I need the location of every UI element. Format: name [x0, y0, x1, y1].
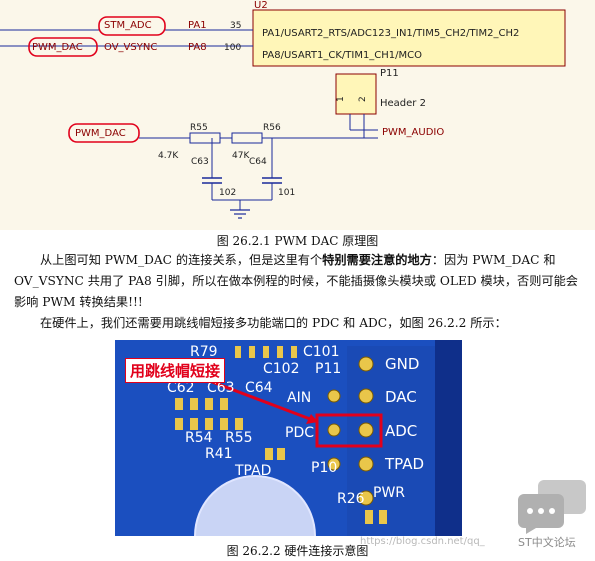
callout-arrow	[206, 378, 319, 424]
highlight-pwm-dac-top	[28, 37, 98, 57]
forum-chat-icon	[518, 480, 586, 534]
silk-r41: R41	[205, 446, 233, 462]
silk-p10: P10	[311, 460, 337, 476]
net-stm-adc: STM_ADC	[104, 20, 152, 31]
r55-ref: R55	[190, 123, 208, 133]
schematic-figure: U2 STM_ADC PA1 35 PA1/USART2_RTS/ADC123_…	[0, 0, 595, 230]
silk-r55: R55	[225, 430, 253, 446]
figure-caption-2: 图 26.2.2 硬件连接示意图	[226, 544, 369, 558]
silk-pwr: PWR	[373, 485, 405, 501]
silk-r79: R79	[190, 344, 218, 360]
silk-c101: C101	[303, 344, 340, 360]
net-ov-vsync: OV_VSYNC	[104, 42, 157, 53]
jumper-highlight-box	[315, 413, 383, 448]
highlight-pwm-dac-filter	[68, 123, 140, 143]
pin-num-100: 100	[224, 43, 241, 53]
r55-val: 4.7K	[158, 151, 179, 161]
silk-c64: C64	[245, 380, 273, 396]
chip-body	[252, 9, 566, 67]
r56-ref: R56	[263, 123, 281, 133]
r56-val: 47K	[232, 151, 250, 161]
paragraph-1-part1: 从上图可知 PWM_DAC 的连接关系，但是这里有个	[40, 253, 323, 267]
forum-label: ST中文论坛	[518, 536, 576, 549]
resistor-r56	[231, 132, 263, 144]
watermark-url: https://blog.csdn.net/qq_	[360, 536, 485, 547]
pin-port-pa8: PA8	[188, 42, 207, 53]
chip-ref: U2	[254, 0, 268, 11]
silk-c62: C62	[167, 380, 195, 396]
port-adc: ADC	[385, 422, 417, 440]
port-tpad: TPAD	[384, 455, 424, 473]
schematic-drawing: U2 STM_ADC PA1 35 PA1/USART2_RTS/ADC123_…	[0, 0, 566, 219]
resistor-r55	[189, 132, 221, 144]
silk-pdc: PDC	[285, 425, 314, 441]
pin-func-pa1: PA1/USART2_RTS/ADC123_IN1/TIM5_CH2/TIM2_…	[262, 28, 519, 39]
paragraph-1-emphasis: 特别需要注意的地方	[322, 253, 432, 267]
net-pwm-dac-filter: PWM_DAC	[75, 128, 126, 139]
net-pwm-dac-top: PWM_DAC	[32, 42, 83, 53]
silk-ain: AIN	[287, 390, 311, 406]
port-gnd: GND	[385, 355, 419, 373]
c63-val: 102	[219, 188, 236, 198]
silk-c63: C63	[207, 380, 235, 396]
pin-num-35: 35	[230, 21, 241, 31]
header-name: Header 2	[380, 98, 426, 109]
hardware-photo: R79 C101 C102 P11 C62 C63 C64 AIN PDC R5…	[115, 340, 462, 536]
port-dac: DAC	[385, 388, 417, 406]
header-pin2: 2	[358, 96, 368, 102]
header-pin1: 1	[336, 96, 346, 102]
paragraph-1-part2: ：因为 PWM_DAC 和 OV_VSYNC 共用了 PA8 引脚，所以在做本例…	[14, 253, 578, 309]
jumper-callout: 用跳线帽短接	[125, 358, 226, 383]
c64-ref: C64	[249, 157, 267, 167]
pin-port-pa1: PA1	[188, 20, 207, 31]
highlight-stm-adc	[98, 16, 166, 36]
silk-r54: R54	[185, 430, 213, 446]
c64-val: 101	[278, 188, 295, 198]
header-body	[335, 73, 377, 115]
silk-c102: C102	[263, 361, 300, 377]
c63-ref: C63	[191, 157, 209, 167]
silk-p11: P11	[315, 361, 341, 377]
paragraph-1: 从上图可知 PWM_DAC 的连接关系，但是这里有个特别需要注意的地方：因为 P…	[14, 250, 582, 313]
silk-tpad: TPAD	[234, 463, 271, 479]
paragraph-2: 在硬件上，我们还需要用跳线帽短接多功能端口的 PDC 和 ADC，如图 26.2…	[40, 316, 507, 330]
figure-caption-1: 图 26.2.1 PWM DAC 原理图	[216, 234, 379, 248]
pin-func-pa8: PA8/USART1_CK/TIM1_CH1/MCO	[262, 50, 422, 61]
net-pwm-audio: PWM_AUDIO	[382, 127, 444, 138]
header-ref: P11	[380, 68, 399, 79]
silk-r26: R26	[337, 491, 365, 507]
